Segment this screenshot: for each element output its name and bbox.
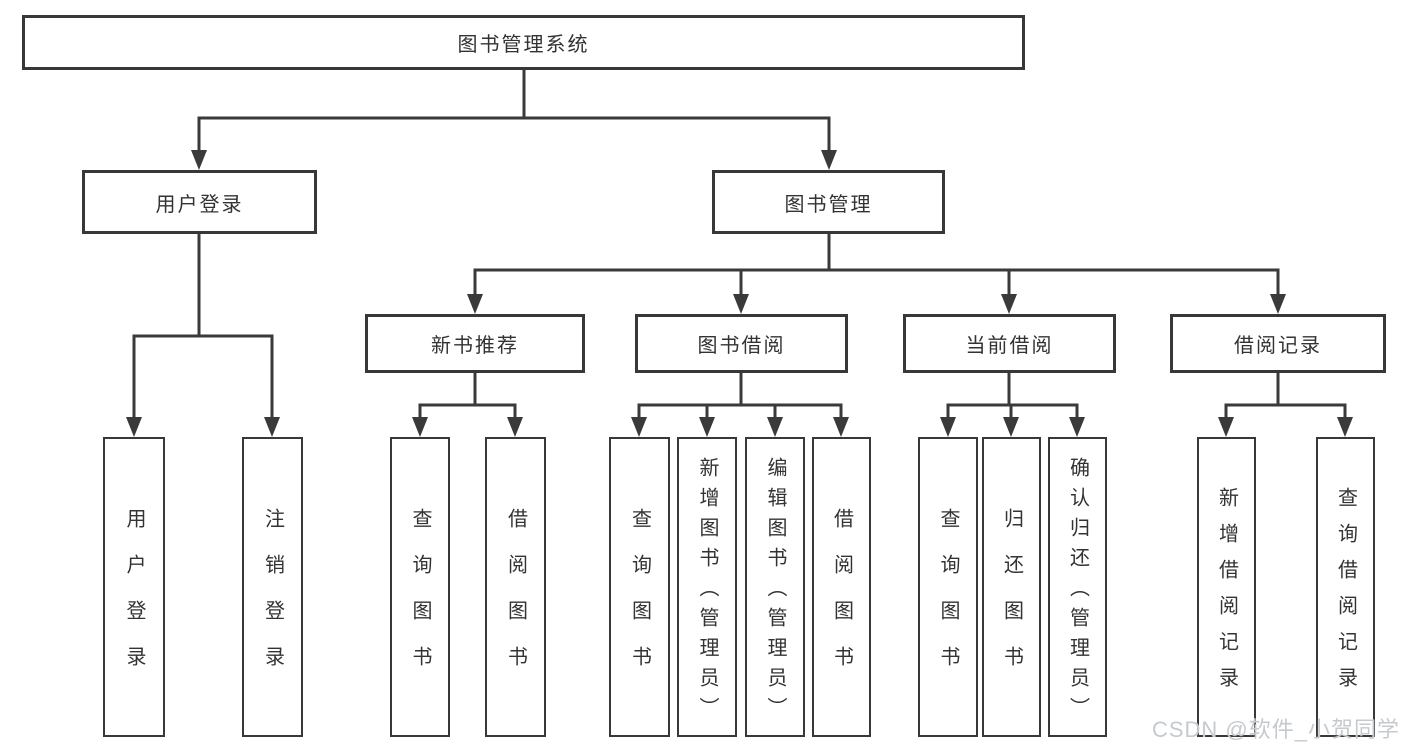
leaf-query-books-3: 查询图书 <box>918 437 978 737</box>
node-user-login: 用户登录 <box>82 170 317 234</box>
leaf-confirm-return-admin: 确认归还（管理员） <box>1048 437 1107 737</box>
csdn-watermark: CSDN @软件_小贺同学 <box>1151 717 1400 742</box>
leaf-add-borrow-record-label: 新增借阅记录 <box>1215 487 1238 703</box>
node-borrow-records-label: 借阅记录 <box>1234 335 1322 357</box>
leaf-return-book: 归还图书 <box>982 437 1041 737</box>
leaf-logout-label: 注销登录 <box>261 508 284 692</box>
node-new-book-recommend: 新书推荐 <box>365 314 585 373</box>
connector-root-bus <box>197 68 831 156</box>
connector-user-login-bus <box>132 232 274 423</box>
leaf-query-books-2-label: 查询图书 <box>628 508 651 692</box>
node-user-login-label: 用户登录 <box>155 193 244 216</box>
node-new-book-recommend-label: 新书推荐 <box>431 335 519 357</box>
leaf-borrow-books-2: 借阅图书 <box>812 437 871 737</box>
node-book-management: 图书管理 <box>712 170 945 234</box>
leaf-query-books-2: 查询图书 <box>609 437 670 737</box>
leaf-logout: 注销登录 <box>242 437 303 737</box>
node-book-borrow-label: 图书借阅 <box>697 335 786 357</box>
leaf-borrow-books-2-label: 借阅图书 <box>830 508 853 692</box>
leaf-query-books-1: 查询图书 <box>390 437 450 737</box>
connector-borrow-record-bus <box>1224 371 1347 423</box>
node-root-label: 图书管理系统 <box>457 34 590 56</box>
leaf-query-borrow-record-label: 查询借阅记录 <box>1334 487 1357 703</box>
leaf-user-login: 用户登录 <box>103 437 165 737</box>
node-book-management-label: 图书管理 <box>784 193 873 216</box>
node-current-borrow-label: 当前借阅 <box>965 335 1054 357</box>
node-book-borrow: 图书借阅 <box>635 314 848 373</box>
node-borrow-records: 借阅记录 <box>1170 314 1386 373</box>
leaf-query-books-3-label: 查询图书 <box>937 508 959 692</box>
leaf-edit-book-admin-label: 编辑图书（管理员） <box>764 457 786 727</box>
leaf-add-borrow-record: 新增借阅记录 <box>1197 437 1256 737</box>
leaf-confirm-return-admin-label: 确认归还（管理员） <box>1066 457 1089 727</box>
leaf-add-book-admin-label: 新增图书（管理员） <box>696 457 718 727</box>
connector-book-mgmt-bus <box>473 232 1280 300</box>
arrowheads <box>126 150 1353 437</box>
leaf-edit-book-admin: 编辑图书（管理员） <box>745 437 805 737</box>
node-current-borrow: 当前借阅 <box>903 314 1116 373</box>
leaf-add-book-admin: 新增图书（管理员） <box>677 437 737 737</box>
leaf-borrow-books-1: 借阅图书 <box>485 437 546 737</box>
connector-new-book-bus <box>418 371 517 423</box>
connector-current-borrow-bus <box>946 371 1079 423</box>
leaf-user-login-label: 用户登录 <box>123 508 145 692</box>
leaf-return-book-label: 归还图书 <box>1000 508 1023 692</box>
leaf-borrow-books-1-label: 借阅图书 <box>504 508 527 692</box>
connector-book-borrow-bus <box>637 371 843 423</box>
leaf-query-books-1-label: 查询图书 <box>409 508 431 692</box>
leaf-query-borrow-record: 查询借阅记录 <box>1316 437 1375 737</box>
node-root: 图书管理系统 <box>22 15 1025 70</box>
